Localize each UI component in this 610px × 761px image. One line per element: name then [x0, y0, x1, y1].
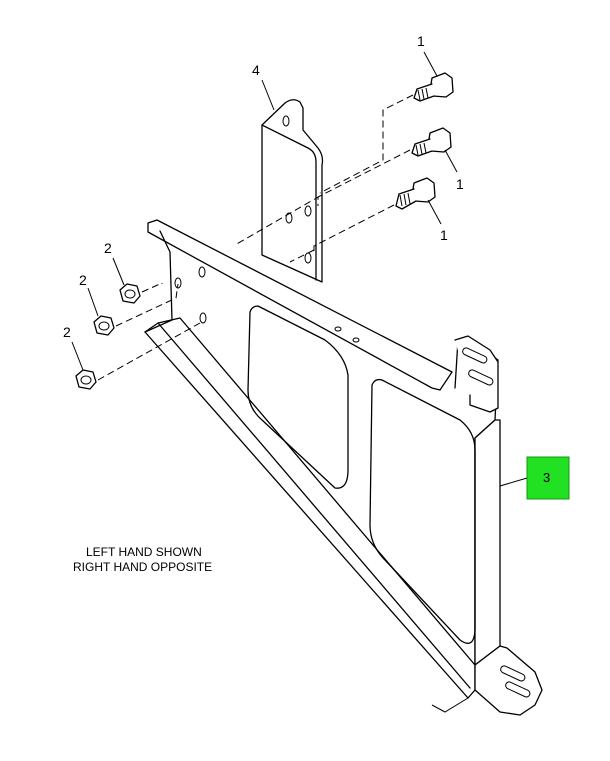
bracket-slot — [462, 347, 488, 364]
bracket-upper-tab — [454, 335, 499, 413]
bracket-hole — [174, 277, 182, 289]
note-line-2: RIGHT HAND OPPOSITE — [73, 560, 212, 574]
plate-hole — [282, 115, 290, 127]
leader-lines — [71, 51, 528, 487]
bolt-middle — [411, 127, 452, 157]
callout-nut-bottom: 2 — [63, 324, 71, 340]
bracket-slot — [500, 665, 526, 682]
plate-hole — [304, 205, 312, 217]
nut-middle — [93, 315, 115, 336]
nut-top — [119, 283, 141, 304]
bracket-hole — [198, 266, 206, 278]
bracket-hole — [352, 337, 360, 343]
assembly-lines — [97, 94, 414, 381]
bracket-side-flange — [474, 419, 501, 666]
bracket-flange-end — [431, 697, 469, 713]
bolt-top — [413, 72, 454, 102]
bracket-assembly — [144, 219, 543, 716]
bracket-body — [144, 230, 499, 699]
callout-nut-top: 2 — [104, 240, 112, 256]
plate-outline — [261, 99, 324, 283]
callout-bracket: 3 — [543, 470, 550, 485]
callout-bracket-highlight[interactable]: 3 — [526, 456, 570, 500]
bracket-foot — [474, 645, 543, 716]
plate-edge — [261, 124, 317, 281]
note-line-1: LEFT HAND SHOWN — [86, 545, 202, 559]
callout-nut-middle: 2 — [79, 272, 87, 288]
bracket-top-flange — [147, 219, 453, 391]
nut-bottom — [75, 369, 97, 390]
callout-bolt-middle: 1 — [456, 176, 464, 192]
bracket-hole — [334, 326, 342, 332]
bolt-bottom — [395, 177, 436, 210]
bracket-slot — [505, 681, 531, 698]
callout-plate: 4 — [252, 62, 260, 78]
callout-bolt-top: 1 — [417, 33, 425, 49]
bracket-slot — [468, 369, 494, 386]
callout-bolt-bottom: 1 — [440, 227, 448, 243]
bracket-hole — [199, 312, 207, 324]
mounting-plate — [261, 99, 324, 283]
bracket-cutout-upper — [247, 305, 349, 489]
plate-hole — [285, 212, 293, 224]
highlight-box[interactable] — [526, 456, 570, 500]
bracket-cutout-lower — [369, 378, 476, 644]
